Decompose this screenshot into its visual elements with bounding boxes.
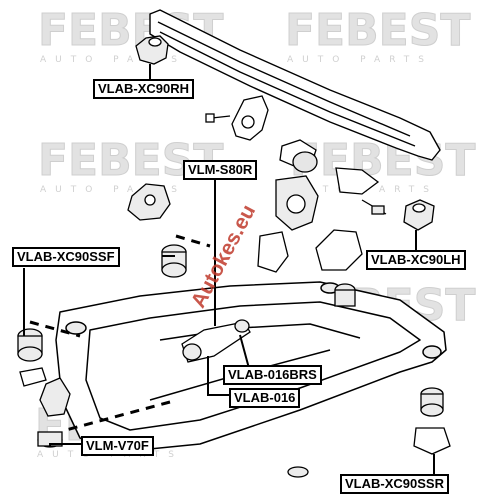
arm-016 <box>181 319 251 363</box>
label-vlm-s80r: VLM-S80R <box>183 160 258 180</box>
bracket-group-upper <box>205 95 387 215</box>
dashed-connectors <box>29 234 211 432</box>
mount-xc90ssr <box>287 283 451 478</box>
label-vlab-016brs: VLAB-016BRS <box>223 365 322 385</box>
mount-s80r <box>257 175 319 273</box>
watermark-tagline: AUTO PARTS <box>40 185 186 195</box>
upper-rail <box>149 9 441 161</box>
watermark-brand: FEBEST <box>285 5 470 56</box>
label-vlm-v70f: VLM-V70F <box>81 436 154 456</box>
label-vlab-xc90ssr: VLAB-XC90SSR <box>340 474 449 494</box>
label-vlab-016: VLAB-016 <box>229 388 301 408</box>
mount-xc90rh <box>135 35 169 79</box>
leader-lines <box>23 64 435 474</box>
label-vlab-xc90ssf: VLAB-XC90SSF <box>12 247 120 267</box>
label-vlab-xc90lh: VLAB-XC90LH <box>366 250 466 270</box>
mount-left-upper <box>127 183 171 221</box>
watermark-tagline: AUTO PARTS <box>287 55 433 65</box>
watermark-tagline: AUTO PARTS <box>40 55 186 65</box>
mount-xc90lh <box>315 199 435 271</box>
label-vlab-xc90rh: VLAB-XC90RH <box>93 79 195 99</box>
